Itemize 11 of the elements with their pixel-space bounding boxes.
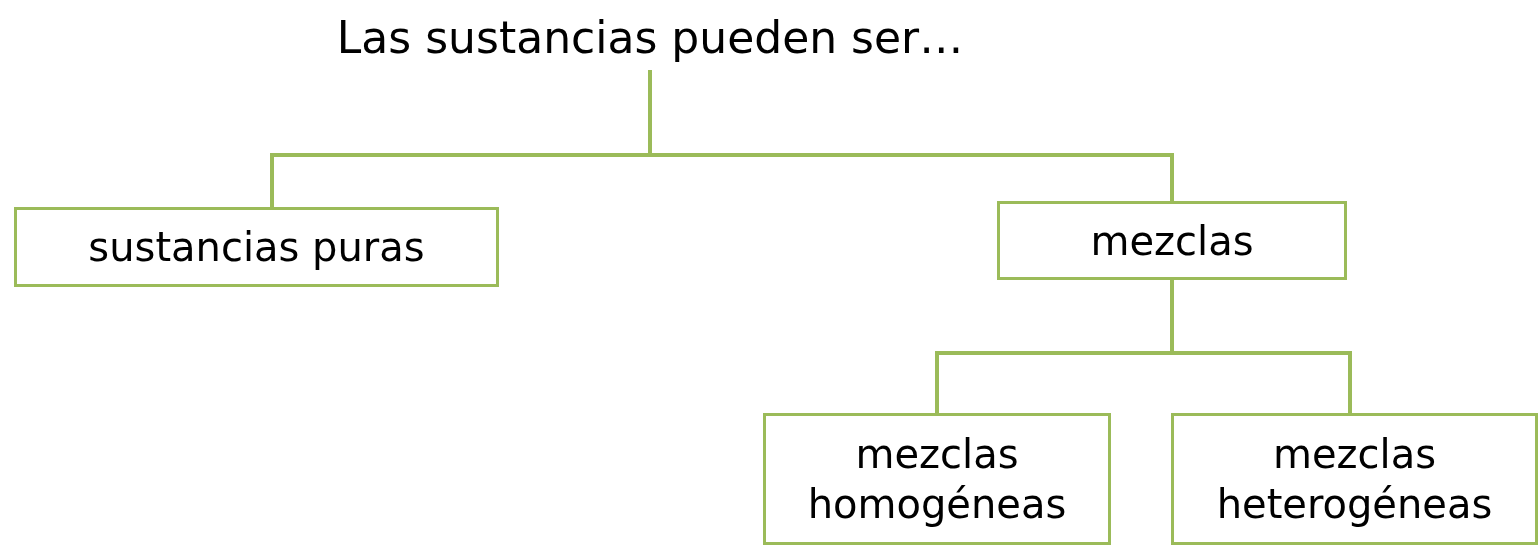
- category-box: [763, 413, 1111, 545]
- node-label: mezclas: [1090, 216, 1254, 266]
- category-box: [997, 201, 1347, 280]
- node-label: Las sustancias pueden ser…: [336, 11, 964, 65]
- connector-line: [1170, 280, 1352, 413]
- node-label: mezclas heterogéneas: [1215, 430, 1494, 529]
- category-box: [1171, 413, 1538, 545]
- node-label: sustancias puras: [88, 223, 425, 272]
- category-box: [14, 207, 499, 287]
- connector-line: [648, 70, 1174, 201]
- node-label: mezclas homogéneas: [806, 430, 1068, 529]
